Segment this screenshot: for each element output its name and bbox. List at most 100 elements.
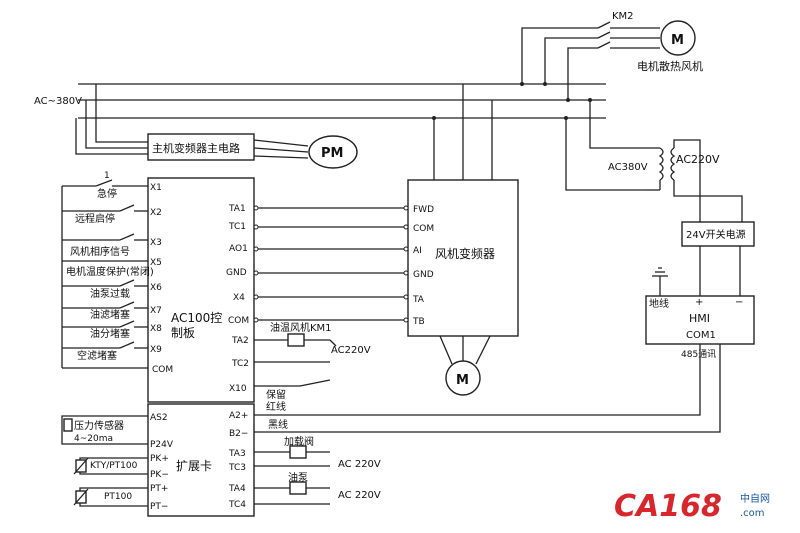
pin-x9: X9 [150, 345, 162, 355]
control-board-label-1: AC100控 [171, 311, 222, 325]
pin-tc1: TC1 [228, 222, 246, 232]
fan-inverter-motor [445, 360, 481, 396]
ex-pin-a2-plus: A2+ [229, 411, 248, 421]
hmi-minus: − [735, 297, 743, 308]
load-valve-voltage: AC 220V [338, 459, 381, 470]
km1-label: 油温风机KM1 [270, 321, 332, 334]
signal-pump-overload: 油泵过载 [90, 287, 130, 300]
signal-fan-phase: 风机相序信号 [70, 245, 130, 258]
transformer-primary: AC380V [608, 162, 648, 173]
signal-remote-start: 远程启停 [75, 212, 115, 225]
hmi-plus: + [695, 297, 703, 308]
fi-pin-fwd: FWD [413, 205, 434, 215]
hmi-port: COM1 [686, 330, 716, 341]
fi-pin-tb: TB [412, 317, 425, 327]
fi-pin-ta: TA [412, 295, 425, 305]
pin-x3: X3 [150, 238, 162, 248]
valve-and-pump: 加载阀 AC 220V 油泵 AC 220V [254, 435, 381, 505]
signal-oil-separator: 油分堵塞 [90, 327, 130, 340]
pin-ao1: AO1 [229, 244, 248, 254]
hmi-box [645, 295, 755, 345]
pin-x7: X7 [150, 306, 162, 316]
pt100-label: PT100 [104, 492, 132, 502]
control-board-label-2: 制板 [171, 326, 195, 340]
oil-pump-label: 油泵 [288, 471, 308, 484]
logo-domain: .com [740, 508, 765, 519]
ex-pin-as2: AS2 [150, 413, 168, 423]
reserve-label: 保留 [266, 388, 286, 401]
signal-air-filter: 空滤堵塞 [77, 349, 117, 362]
km2-label: KM2 [612, 11, 634, 22]
ex-pin-pk-plus: PK+ [150, 454, 169, 464]
fan-motor-label: 电机散热风机 [637, 59, 703, 73]
ex-pin-pk-minus: PK− [150, 470, 169, 480]
fan-inverter-label: 风机变频器 [435, 246, 495, 261]
fan-inverter-motor-letter: M [456, 373, 469, 388]
control-board-box [147, 177, 255, 403]
fi-pin-com: COM [413, 224, 434, 234]
pin-ta1: TA1 [228, 204, 246, 214]
board-to-fan-inverter-wires [253, 205, 409, 323]
ex-pin-ta3: TA3 [228, 449, 246, 459]
ex-pin-p24v: P24V [150, 440, 174, 450]
psu-label: 24V开关电源 [686, 228, 746, 241]
main-inverter-box [147, 133, 255, 161]
expansion-card: 扩展卡 AS2 P24V PK+ PK− PT+ PT− A2+ B2− TA3… [147, 403, 255, 517]
pin-com-right: COM [228, 316, 249, 326]
ex-pin-ta4: TA4 [228, 484, 246, 494]
hmi-title: HMI [689, 312, 710, 325]
pm-motor-letter: PM [321, 146, 343, 161]
logo-text: CA168 [614, 489, 722, 524]
pressure-sensor-range: 4~20ma [74, 434, 113, 444]
km1-voltage: AC220V [331, 345, 371, 356]
ac100-control-board: AC100控 制板 X1 X2 X3 X5 X6 X7 X8 X9 COM TA… [147, 177, 255, 403]
expansion-card-box [147, 403, 255, 517]
pin-x4: X4 [233, 293, 245, 303]
fan-motor-letter: M [671, 33, 684, 48]
pin-gnd: GND [226, 268, 247, 278]
oil-temp-fan-km1: 油温风机KM1 AC220V 保留 [254, 321, 371, 401]
signal-oil-filter: 油滤堵塞 [90, 308, 130, 321]
expansion-card-label: 扩展卡 [176, 459, 212, 473]
black-wire-label: 黑线 [268, 418, 288, 431]
ex-pin-pt-plus: PT+ [150, 484, 168, 494]
load-valve-label: 加载阀 [284, 435, 314, 448]
pressure-sensor-label: 压力传感器 [74, 419, 124, 432]
pin-x5: X5 [150, 258, 162, 268]
ac380-supply-bus: AC~380V [34, 82, 606, 155]
ex-pin-tc3: TC3 [228, 463, 246, 473]
sensors: 压力传感器 4~20ma KTY/PT100 PT100 [61, 415, 148, 507]
pin-x6: X6 [150, 283, 162, 293]
hmi-comm: 485通讯 [681, 349, 716, 360]
pm-motor-symbol [308, 135, 358, 169]
fan-motor-symbol [660, 20, 696, 56]
fi-pin-gnd: GND [413, 270, 434, 280]
supply-label: AC~380V [34, 96, 82, 107]
pin-ta2: TA2 [231, 336, 249, 346]
fi-pin-ai: AI [413, 246, 422, 256]
ex-pin-tc4: TC4 [228, 500, 246, 510]
fan-inverter: 风机变频器 FWD COM AI GND TA TB M [407, 84, 519, 396]
oil-pump-voltage: AC 220V [338, 490, 381, 501]
ex-pin-b2-minus: B2− [229, 429, 248, 439]
cooling-fan-circuit: KM2 M 电机散热风机 [521, 11, 703, 100]
pin-tc2: TC2 [231, 359, 249, 369]
transformer-secondary: AC220V [676, 153, 720, 166]
power-and-hmi: AC380V AC220V 24V开关电源 地线 + − HMI COM1 48… [272, 100, 755, 433]
logo-cn: 中自网 [740, 492, 770, 505]
red-wire-label: 红线 [266, 400, 286, 413]
estop-symbol: 1 [104, 171, 110, 181]
signal-motor-temp: 电机温度保护(常闭) [66, 265, 154, 278]
rs485-wires: 红线 黑线 [254, 400, 288, 433]
input-switches: 1 急停 远程启停 风机相序信号 电机温度保护(常闭) 油泵过载 油滤堵塞 油分… [61, 171, 154, 369]
main-inverter: 主机变频器主电路 PM [147, 133, 358, 169]
main-inverter-label: 主机变频器主电路 [152, 141, 240, 155]
psu-box [681, 221, 755, 247]
pin-x1: X1 [150, 183, 162, 193]
pin-x2: X2 [150, 208, 162, 218]
pin-com-left: COM [152, 365, 173, 375]
fan-inverter-box [407, 179, 519, 337]
ex-pin-pt-minus: PT− [150, 502, 168, 512]
signal-estop: 急停 [97, 187, 117, 200]
